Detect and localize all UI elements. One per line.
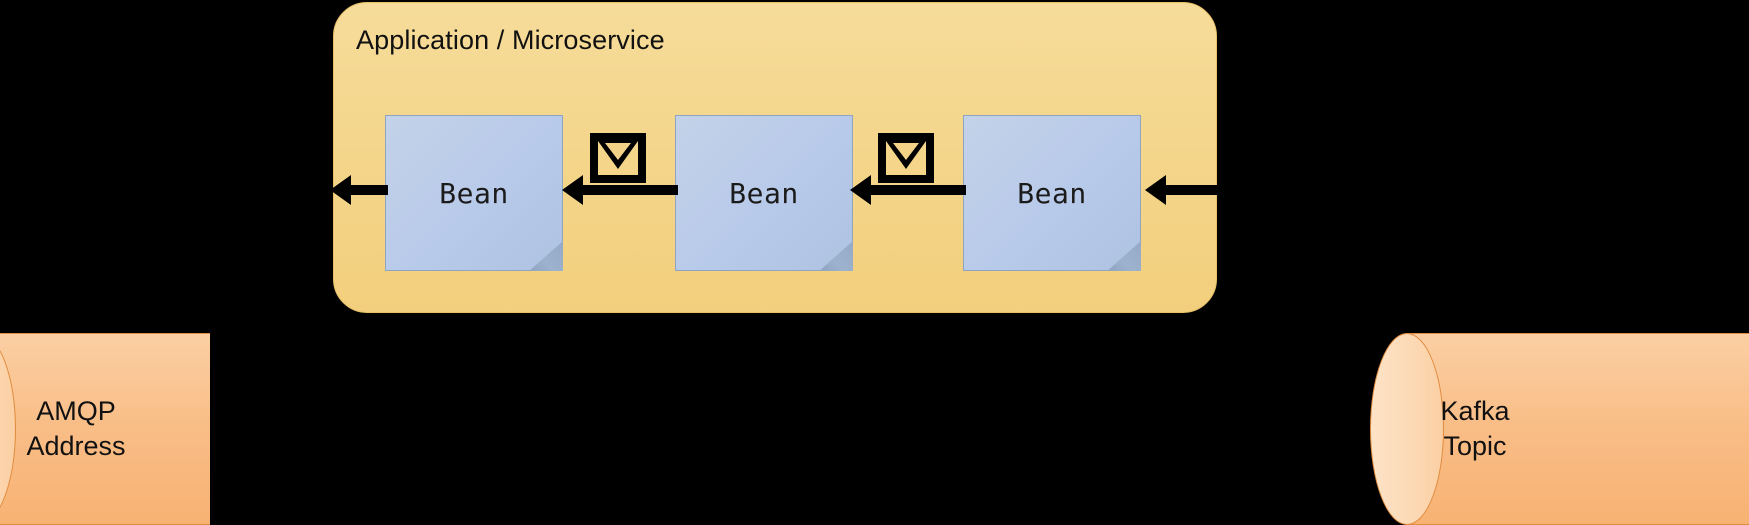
amqp-address-node[interactable]: AMQP Address: [0, 333, 210, 525]
arrow-into-bean-1: [330, 175, 388, 205]
amqp-address-label: AMQP Address: [0, 333, 210, 525]
arrow-bean-2-to-bean-1: [562, 175, 678, 205]
arrow-bean-3-to-bean-2: [850, 175, 966, 205]
connector-app-to-kafka: [1217, 185, 1387, 195]
cylinder-body: [0, 333, 210, 525]
envelope-body: [590, 133, 646, 183]
page-title: Application / Microservice: [356, 25, 665, 55]
envelope-icon: [590, 133, 646, 183]
kafka-topic-label-line2: Topic: [1443, 431, 1507, 461]
bean-shape: [963, 115, 1141, 271]
envelope-body: [878, 133, 934, 183]
cylinder-end-cap: [1370, 333, 1444, 525]
bean-node-1[interactable]: Bean: [385, 115, 563, 271]
bean-node-2[interactable]: Bean: [675, 115, 853, 271]
amqp-address-label-line2: Address: [26, 431, 126, 461]
envelope-flap-inner: [605, 143, 631, 160]
envelope-flap-inner: [893, 143, 919, 160]
kafka-topic-label: Kafka Topic: [1370, 333, 1580, 525]
amqp-address-label-line1: AMQP: [36, 396, 116, 427]
bean-shape: [675, 115, 853, 271]
bean-label: Bean: [729, 176, 799, 210]
kafka-topic-label-line1: Kafka: [1440, 396, 1510, 427]
envelope-icon: [878, 133, 934, 183]
bean-node-3[interactable]: Bean: [963, 115, 1141, 271]
bean-label: Bean: [1017, 176, 1087, 210]
kafka-topic-node[interactable]: Kafka Topic: [1370, 333, 1749, 525]
connector-amqp-to-app: [195, 185, 353, 195]
cylinder-body: [1406, 333, 1749, 525]
bean-label: Bean: [439, 176, 509, 210]
arrow-into-bean-3: [1145, 175, 1225, 205]
